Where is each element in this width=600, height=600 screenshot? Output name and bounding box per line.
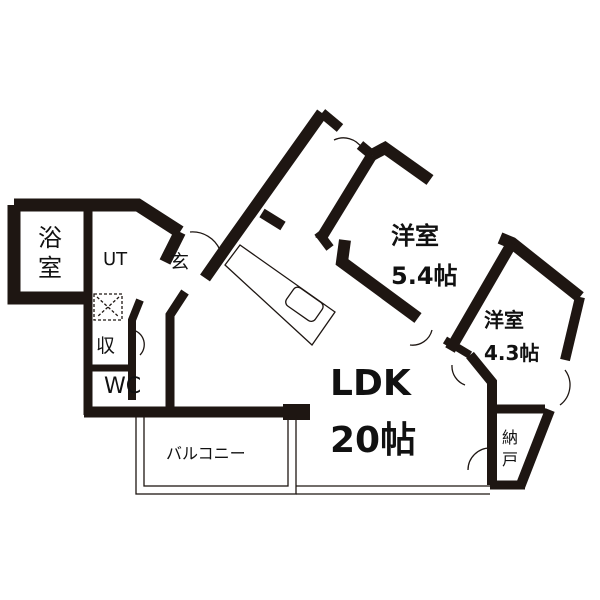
western-room-1-label: 洋室	[391, 222, 439, 250]
western-room-2-size: 4.3帖	[484, 341, 540, 365]
balcony-label: バルコニー	[166, 444, 246, 463]
walls	[7, 109, 585, 490]
western-room-1-size: 5.4帖	[391, 262, 458, 290]
western-room-2-label: 洋室	[484, 308, 524, 332]
utility-label: UT	[103, 249, 128, 270]
fixtures	[93, 137, 571, 495]
toilet-label: WC	[104, 374, 142, 399]
entrance-label: 玄	[170, 251, 190, 273]
closet-label-1: 納	[502, 428, 519, 447]
ldk-label: LDK	[330, 363, 411, 404]
ldk-size: 20帖	[330, 420, 417, 461]
bath-label-2: 室	[38, 254, 62, 282]
storage-label: 収	[96, 335, 116, 357]
closet-label-2: 戸	[502, 450, 519, 469]
bath-label-1: 浴	[38, 224, 62, 252]
